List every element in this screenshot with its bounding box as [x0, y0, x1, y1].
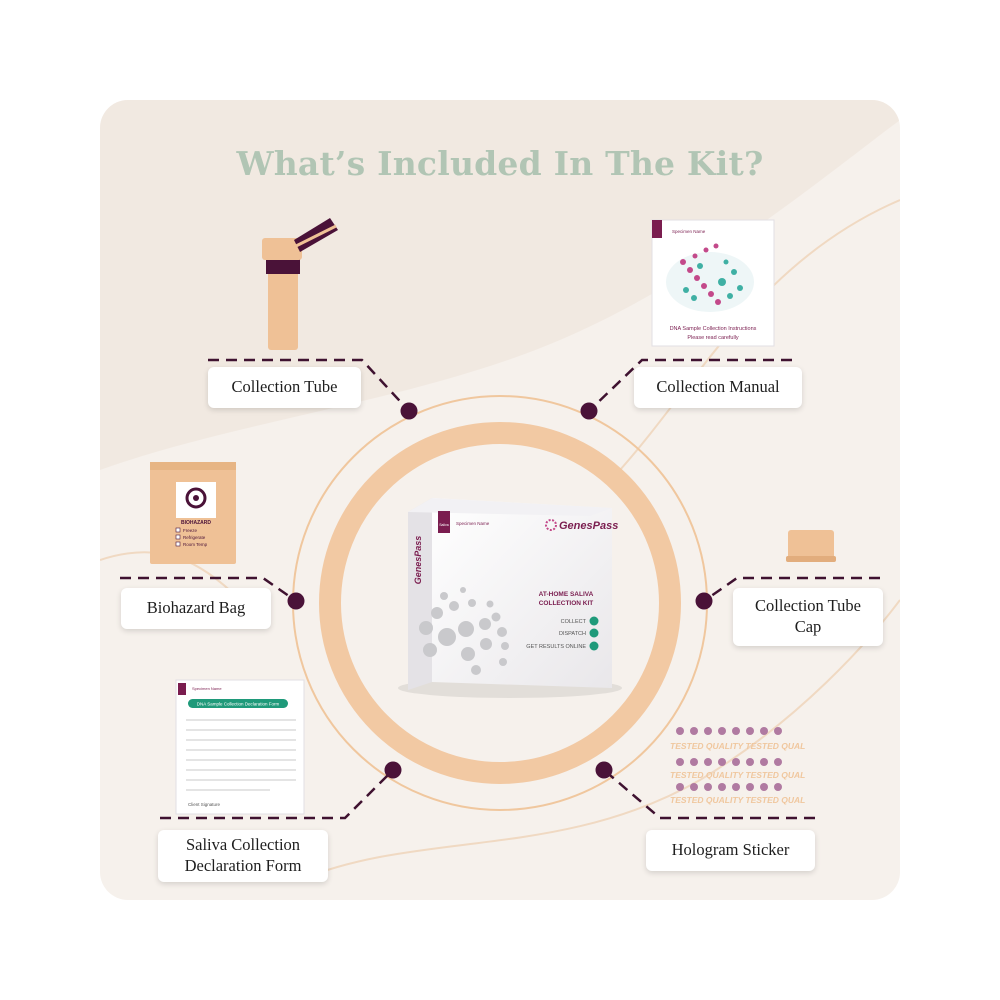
- box-brand: GenesPass: [559, 520, 618, 532]
- connector-lines: [120, 358, 880, 820]
- label-collection-manual: Collection Manual: [634, 367, 802, 408]
- connector-dots: [287, 402, 713, 779]
- sticker-text: TESTED QUALITY TESTED QUAL: [670, 741, 805, 751]
- product-box-image: Saliva Specimen Name GenesPass GenesPass…: [398, 498, 622, 698]
- collection-tube-image: [262, 218, 338, 350]
- box-step: COLLECT: [561, 619, 587, 625]
- form-banner: DNA Sample Collection Declaration Form: [197, 702, 280, 707]
- manual-header: Specimen Name: [672, 229, 706, 234]
- box-small-tag: Saliva: [439, 523, 449, 527]
- hologram-sticker-image: TESTED QUALITY TESTED QUAL TESTED QUALIT…: [670, 727, 805, 805]
- tube-cap-image: [786, 530, 836, 562]
- biohazard-option: Refrigerate: [183, 535, 206, 540]
- manual-caption-2: Please read carefully: [687, 335, 739, 341]
- label-hologram-sticker: Hologram Sticker: [646, 830, 815, 871]
- label-collection-tube-cap: Collection Tube Cap: [733, 588, 883, 646]
- declaration-form-image: Specimen Name DNA Sample Collection Decl…: [175, 679, 305, 815]
- box-step: GET RESULTS ONLINE: [526, 644, 586, 650]
- box-vertical-brand: GenesPass: [413, 536, 423, 585]
- collection-manual-image: Specimen Name DNA Sample Collection Inst…: [651, 219, 775, 347]
- sticker-text: TESTED QUALITY TESTED QUAL: [670, 770, 805, 780]
- biohazard-label: BIOHAZARD: [181, 520, 211, 526]
- label-collection-tube: Collection Tube: [208, 367, 361, 408]
- box-heading-2: COLLECTION KIT: [539, 600, 594, 607]
- box-specimen-tag: Specimen Name: [456, 521, 490, 526]
- label-declaration-form: Saliva Collection Declaration Form: [158, 830, 328, 882]
- sticker-text: TESTED QUALITY TESTED QUAL: [670, 795, 805, 805]
- manual-caption-1: DNA Sample Collection Instructions: [670, 326, 757, 332]
- form-header: Specimen Name: [192, 686, 222, 691]
- box-step: DISPATCH: [559, 631, 586, 637]
- biohazard-option: Room Temp: [183, 542, 208, 547]
- biohazard-option: Freeze: [183, 528, 198, 533]
- form-signature: Client Signature: [188, 802, 221, 807]
- main-ring: [319, 422, 681, 784]
- box-heading-1: AT-HOME SALIVA: [539, 591, 594, 598]
- biohazard-bag-image: BIOHAZARD Freeze Refrigerate Room Temp: [150, 462, 236, 564]
- label-biohazard-bag: Biohazard Bag: [121, 588, 271, 629]
